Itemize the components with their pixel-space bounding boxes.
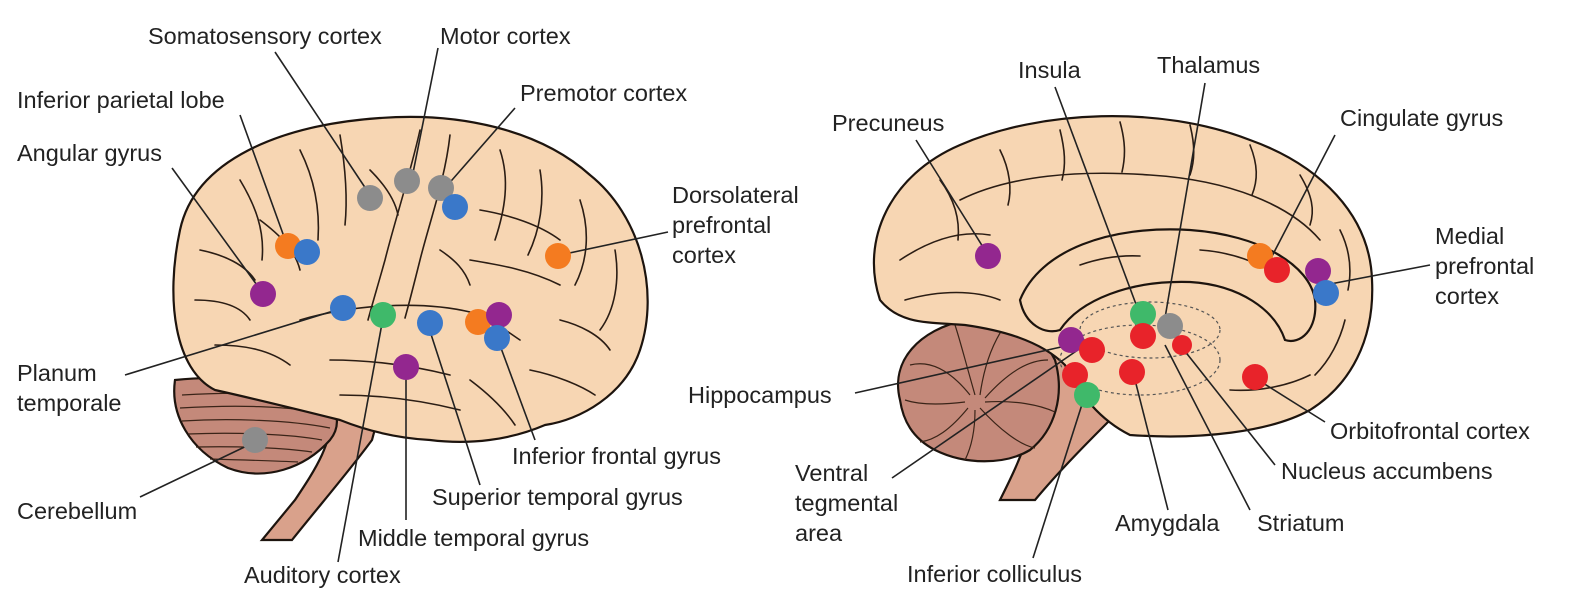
dot-thalamus-gray <box>1157 313 1183 339</box>
dot-dlpfc-orange <box>545 243 571 269</box>
dot-somatosensory-gray <box>357 185 383 211</box>
dot-planum-blue <box>330 295 356 321</box>
dot-precuneus-purple <box>975 243 1001 269</box>
dot-motor-gray <box>394 168 420 194</box>
label-medial-prefrontal-cortex: Medial prefrontal cortex <box>1435 221 1534 311</box>
label-nucleus-accumbens: Nucleus accumbens <box>1281 456 1493 486</box>
dot-hippocampus-red <box>1079 337 1105 363</box>
label-insula: Insula <box>1018 55 1081 85</box>
label-inferior-frontal-gyrus: Inferior frontal gyrus <box>512 441 721 471</box>
label-motor-cortex: Motor cortex <box>440 21 571 51</box>
dot-premotor-blue <box>442 194 468 220</box>
label-hippocampus: Hippocampus <box>688 380 832 410</box>
label-cingulate-gyrus: Cingulate gyrus <box>1340 103 1503 133</box>
label-somatosensory-cortex: Somatosensory cortex <box>148 21 382 51</box>
label-amygdala: Amygdala <box>1115 508 1220 538</box>
dot-ifg-purple <box>486 302 512 328</box>
dot-ofc-red <box>1242 364 1268 390</box>
label-auditory-cortex: Auditory cortex <box>244 560 401 590</box>
label-precuneus: Precuneus <box>832 108 944 138</box>
label-orbitofrontal-cortex: Orbitofrontal cortex <box>1330 416 1530 446</box>
dot-cingulate-red <box>1264 257 1290 283</box>
label-angular-gyrus: Angular gyrus <box>17 138 162 168</box>
dot-angular-purple <box>250 281 276 307</box>
dot-amygdala-red <box>1119 359 1145 385</box>
label-thalamus: Thalamus <box>1157 50 1260 80</box>
label-dorsolateral-prefrontal-cortex: Dorsolateral prefrontal cortex <box>672 180 799 270</box>
label-cerebellum: Cerebellum <box>17 496 137 526</box>
dot-superior-temporal-blue <box>417 310 443 336</box>
dot-parietal-blue <box>294 239 320 265</box>
dot-auditory-green <box>370 302 396 328</box>
label-inferior-parietal-lobe: Inferior parietal lobe <box>17 85 225 115</box>
label-planum-temporale: Planum temporale <box>17 358 122 418</box>
label-ventral-tegmental-area: Ventral tegmental area <box>795 458 898 548</box>
dot-ifg-blue <box>484 325 510 351</box>
dot-colliculus-green <box>1074 382 1100 408</box>
label-middle-temporal-gyrus: Middle temporal gyrus <box>358 523 589 553</box>
dot-middle-temporal-purple <box>393 354 419 380</box>
dot-mpfc-blue <box>1313 280 1339 306</box>
label-striatum: Striatum <box>1257 508 1345 538</box>
label-inferior-colliculus: Inferior colliculus <box>907 559 1082 589</box>
label-superior-temporal-gyrus: Superior temporal gyrus <box>432 482 683 512</box>
dot-nacc-red <box>1172 335 1192 355</box>
label-premotor-cortex: Premotor cortex <box>520 78 687 108</box>
medial-brain-view <box>874 116 1372 500</box>
dot-insula-red <box>1130 323 1156 349</box>
dot-cerebellum-gray <box>242 427 268 453</box>
